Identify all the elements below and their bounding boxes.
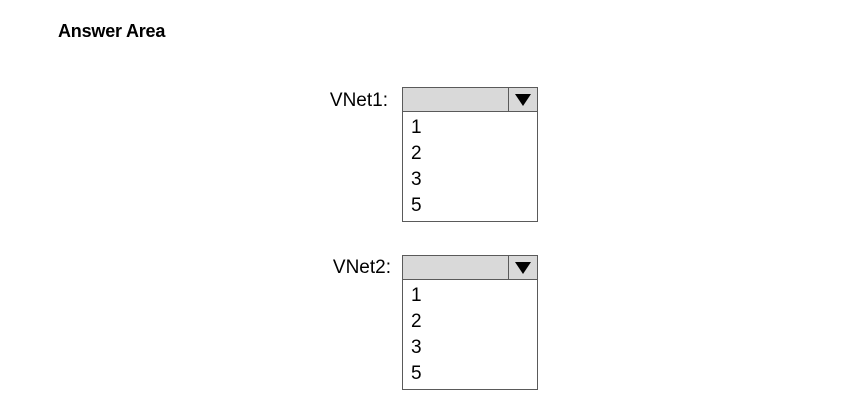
triangle-down-icon xyxy=(515,93,531,106)
triangle-down-icon xyxy=(515,261,531,274)
vnet2-dropdown-header[interactable] xyxy=(402,255,538,280)
answer-area-title: Answer Area xyxy=(58,21,166,41)
vnet1-option-2[interactable]: 2 xyxy=(411,143,422,164)
vnet1-options-list: 1 2 3 5 xyxy=(402,112,538,222)
vnet2-dropdown-toggle[interactable] xyxy=(508,256,537,279)
vnet1-dropdown[interactable]: 1 2 3 5 xyxy=(402,87,538,222)
vnet2-option-5[interactable]: 5 xyxy=(411,363,422,384)
vnet1-option-3[interactable]: 3 xyxy=(411,169,422,190)
vnet2-option-1[interactable]: 1 xyxy=(411,285,422,306)
vnet1-option-1[interactable]: 1 xyxy=(411,117,422,138)
vnet2-label: VNet2: xyxy=(332,257,391,278)
vnet1-dropdown-toggle[interactable] xyxy=(508,88,537,111)
vnet1-dropdown-header[interactable] xyxy=(402,87,538,112)
vnet1-option-5[interactable]: 5 xyxy=(411,195,422,216)
vnet2-dropdown[interactable]: 1 2 3 5 xyxy=(402,255,538,390)
vnet2-option-3[interactable]: 3 xyxy=(411,337,422,358)
vnet2-options-list: 1 2 3 5 xyxy=(402,280,538,390)
vnet1-label: VNet1: xyxy=(329,90,388,111)
vnet2-option-2[interactable]: 2 xyxy=(411,311,422,332)
